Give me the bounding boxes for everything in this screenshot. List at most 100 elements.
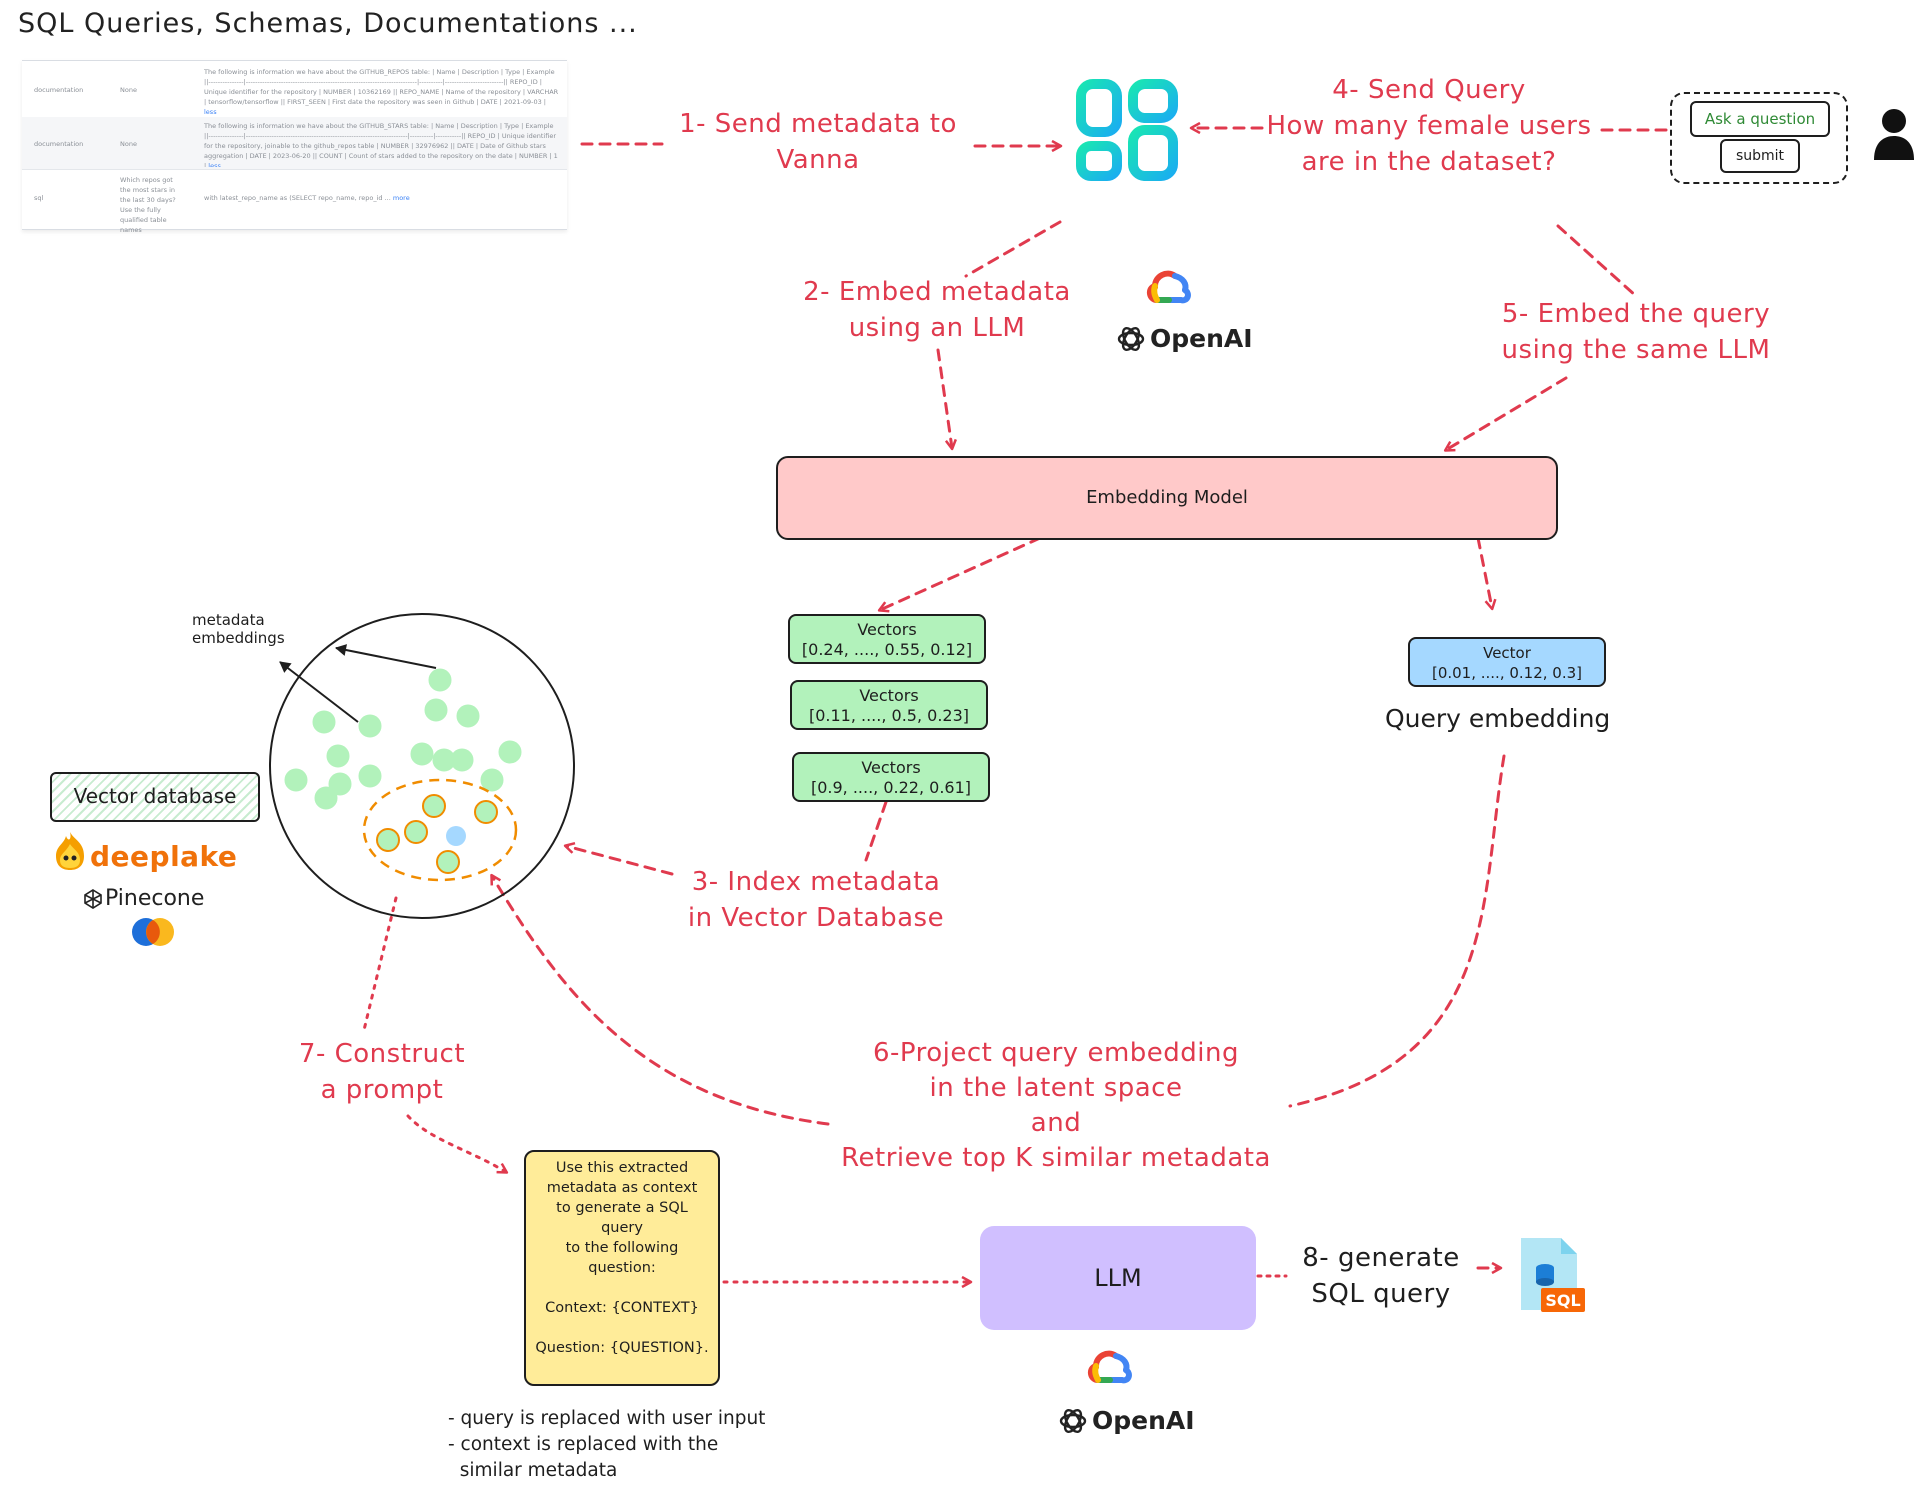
row-question: None (120, 86, 137, 94)
row-type: documentation (34, 86, 84, 94)
label-line: metadata (192, 611, 265, 629)
vector-values: [0.9, ...., 0.22, 0.61] (810, 778, 972, 797)
vanna-logo-icon (1076, 79, 1178, 181)
metadata-table: documentation None The following is info… (22, 60, 567, 234)
step-line: a prompt (320, 1075, 444, 1105)
vector-database-label: Vector database (50, 772, 260, 822)
page-title: SQL Queries, Schemas, Documentations ... (18, 8, 638, 39)
table-row: documentation None The following is info… (22, 117, 567, 170)
step-6-label: 6-Project query embedding in the latent … (822, 1036, 1290, 1176)
prompt-notes: - query is replaced with user input - co… (448, 1406, 765, 1484)
query-point (446, 826, 466, 846)
ask-question-button[interactable]: Ask a question (1690, 101, 1830, 137)
step-2-label: 2- Embed metadata using an LLM (784, 274, 1090, 346)
label-line: embeddings (192, 629, 285, 647)
arrow-embed-to-query-vector (1476, 536, 1492, 608)
step-line: Vanna (776, 145, 860, 175)
table-row: documentation None The following is info… (22, 65, 567, 118)
step-line: 4- Send Query (1332, 75, 1526, 105)
openai-logo-text: OpenAI (1150, 324, 1253, 353)
step-line: Retrieve top K similar metadata (841, 1143, 1271, 1173)
vector-title: Vectors (857, 620, 917, 639)
row-question: None (120, 140, 137, 148)
vector-box: Vectors [0.24, ...., 0.55, 0.12] (788, 614, 986, 664)
step-line: 8- generate (1302, 1243, 1460, 1273)
vector-title: Vector (1483, 644, 1531, 662)
step-line: in Vector Database (687, 903, 945, 933)
arrow-step-6-left (492, 876, 830, 1126)
vector-title: Vectors (861, 758, 921, 777)
note-line: - query is replaced with user input (448, 1408, 766, 1429)
note-line: similar metadata (448, 1460, 618, 1481)
step-line: using the same LLM (1501, 335, 1771, 365)
vector-box: Vectors [0.9, ...., 0.22, 0.61] (792, 752, 990, 802)
step-line: SQL query (1311, 1279, 1451, 1309)
submit-button[interactable]: submit (1720, 139, 1800, 173)
metadata-points (284, 668, 522, 810)
similar-cluster-ellipse (362, 778, 518, 882)
step-line: 7- Construct (298, 1039, 466, 1069)
arrow-step-7-top (362, 896, 398, 1032)
vector-space-diagram (269, 613, 575, 919)
vector-space-circle (269, 613, 575, 919)
arrow-step-2-bottom (936, 348, 952, 448)
deeplake-logo-text: deeplake (90, 840, 238, 873)
arrow-step-7-bottom (406, 1114, 506, 1172)
openai-logo-text: OpenAI (1092, 1406, 1195, 1435)
openai-icon (1117, 326, 1145, 352)
step-4-label: 4- Send Query How many female users are … (1262, 72, 1596, 180)
arrow-step-6-right (1288, 754, 1506, 1108)
vector-values: [0.24, ...., 0.55, 0.12] (801, 640, 973, 659)
less-link[interactable]: less (204, 108, 217, 115)
metadata-embeddings-label: metadata embeddings (192, 611, 285, 647)
arrow-step-3-top (864, 800, 888, 862)
step-line: 5- Embed the query (1501, 299, 1771, 329)
sql-badge-text: SQL (1545, 1291, 1580, 1310)
more-link[interactable]: more (392, 194, 410, 202)
step-line: 1- Send metadata to (679, 109, 957, 139)
arrow-step-5-top (1556, 224, 1638, 298)
prompt-line: to generate a SQL (556, 1200, 688, 1216)
embedding-model-box: Embedding Model (776, 456, 1558, 540)
sql-file-icon: SQL (1521, 1238, 1585, 1312)
step-8-label: 8- generate SQL query (1284, 1240, 1478, 1312)
ask-widget (1670, 92, 1848, 184)
google-cloud-icon (1147, 270, 1191, 304)
vector-values: [0.11, ...., 0.5, 0.23] (808, 706, 970, 725)
step-line: are in the dataset? (1301, 147, 1557, 177)
step-3-label: 3- Index metadata in Vector Database (666, 864, 966, 936)
query-vector-box: Vector [0.01, ...., 0.12, 0.3] (1408, 637, 1606, 687)
llm-box: LLM (980, 1226, 1256, 1330)
openai-icon (1059, 1408, 1087, 1434)
overlapping-circles-logo-icon (132, 918, 174, 946)
row-question: Which repos got the most stars in the la… (120, 176, 176, 234)
prompt-line: Context: {CONTEXT} (545, 1300, 699, 1316)
row-type: sql (34, 194, 44, 202)
vector-title: Vectors (859, 686, 919, 705)
prompt-line: query (601, 1220, 643, 1236)
table-row: sql Which repos got the most stars in th… (22, 169, 567, 234)
row-content: The following is information we have abo… (204, 68, 559, 106)
row-type: documentation (34, 140, 84, 148)
embedding-pointer-arrow-2 (279, 661, 359, 723)
pinecone-logo-text: Pinecone (105, 886, 205, 911)
arrow-step-3-left (566, 846, 674, 876)
step-line: 3- Index metadata (691, 867, 941, 897)
deeplake-mascot-icon (56, 832, 84, 870)
step-7-label: 7- Construct a prompt (272, 1036, 492, 1108)
prompt-line: question: (588, 1260, 656, 1276)
similar-points (376, 794, 498, 874)
pinecone-icon (84, 889, 102, 909)
step-line: in the latent space (929, 1073, 1183, 1103)
prompt-line: to the following (565, 1240, 679, 1256)
vector-values: [0.01, ...., 0.12, 0.3] (1431, 664, 1583, 682)
less-link[interactable]: less (208, 162, 221, 167)
step-line: using an LLM (848, 313, 1026, 343)
arrow-step-2-top (964, 220, 1062, 278)
step-5-label: 5- Embed the query using the same LLM (1486, 296, 1786, 368)
user-icon (1874, 109, 1914, 160)
row-content: with latest_repo_name as (SELECT repo_na… (204, 194, 391, 202)
row-content: The following is information we have abo… (204, 122, 558, 167)
prompt-template-box: Use this extracted metadata as context t… (524, 1150, 720, 1386)
